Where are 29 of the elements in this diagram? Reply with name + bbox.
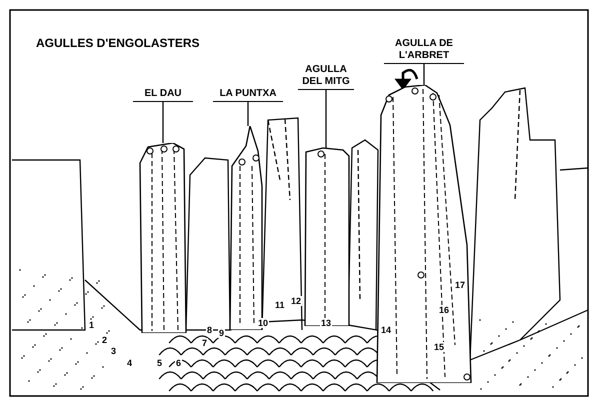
route-number: 9	[218, 328, 226, 338]
route-number: 10	[257, 318, 270, 328]
leader-line	[247, 102, 249, 126]
leader-line	[423, 64, 425, 85]
route-number: 5	[156, 358, 164, 368]
route-number: 16	[438, 305, 450, 315]
route-number: 1	[88, 320, 96, 330]
route-number: 14	[380, 325, 392, 335]
tower-name-label: AGULLA DEL MITG	[298, 64, 354, 90]
route-number: 3	[110, 346, 118, 356]
leader-line	[162, 102, 164, 143]
route-number: 11	[274, 300, 286, 310]
tower-name-label: LA PUNTXA	[213, 88, 283, 102]
route-number: 12	[290, 296, 302, 306]
rock-tower-drawing	[375, 85, 473, 383]
route-number: 2	[101, 335, 108, 345]
tower-name-label: AGULLA DE L'ARBRET	[384, 38, 464, 64]
title: AGULLES D'ENGOLASTERS	[36, 36, 200, 50]
route-number: 13	[320, 318, 332, 328]
route-number: 6	[175, 358, 182, 368]
rock-tower-drawing	[138, 143, 188, 333]
leader-line	[325, 90, 327, 148]
route-number: 4	[126, 358, 134, 368]
route-number: 15	[433, 342, 446, 352]
route-number: 17	[454, 280, 466, 290]
tower-name-label: EL DAU	[133, 88, 193, 102]
route-number: 8	[206, 325, 214, 335]
route-number: 7	[201, 338, 208, 348]
rock-tower-drawing	[303, 146, 351, 326]
